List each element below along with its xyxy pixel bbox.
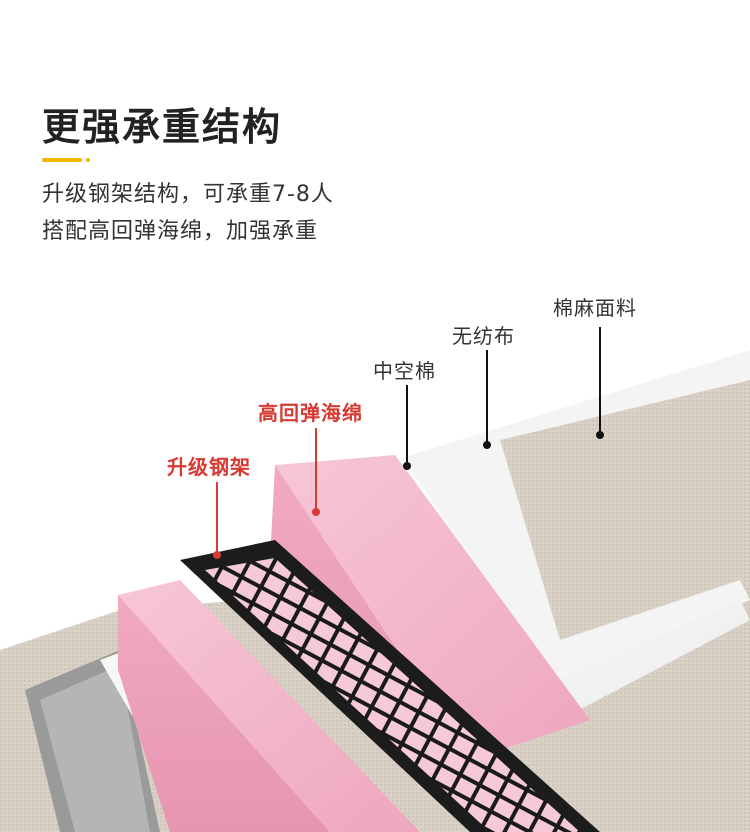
label-steel-frame: 升级钢架 bbox=[167, 455, 251, 479]
lower-sponge-top bbox=[118, 580, 420, 832]
label-leader-lines bbox=[406, 327, 601, 466]
lower-sponge-front bbox=[118, 595, 330, 832]
label-nonwoven: 无纺布 bbox=[452, 324, 515, 348]
linen-top-panel bbox=[500, 370, 750, 640]
section-title: 更强承重结构 bbox=[42, 105, 283, 149]
label-linen: 棉麻面料 bbox=[553, 296, 637, 320]
title-accent-dot bbox=[86, 158, 90, 162]
upper-sponge-top bbox=[275, 455, 590, 760]
description-line-1: 升级钢架结构，可承重7-8人 bbox=[42, 182, 334, 207]
title-accent-bar bbox=[42, 158, 82, 162]
nonwoven-top-layer bbox=[395, 350, 750, 680]
label-sponge: 高回弹海绵 bbox=[258, 401, 363, 425]
label-hollow-cotton: 中空棉 bbox=[373, 359, 436, 383]
description-line-2: 搭配高回弹海绵，加强承重 bbox=[42, 219, 319, 244]
steel-frame-grid bbox=[205, 558, 580, 832]
